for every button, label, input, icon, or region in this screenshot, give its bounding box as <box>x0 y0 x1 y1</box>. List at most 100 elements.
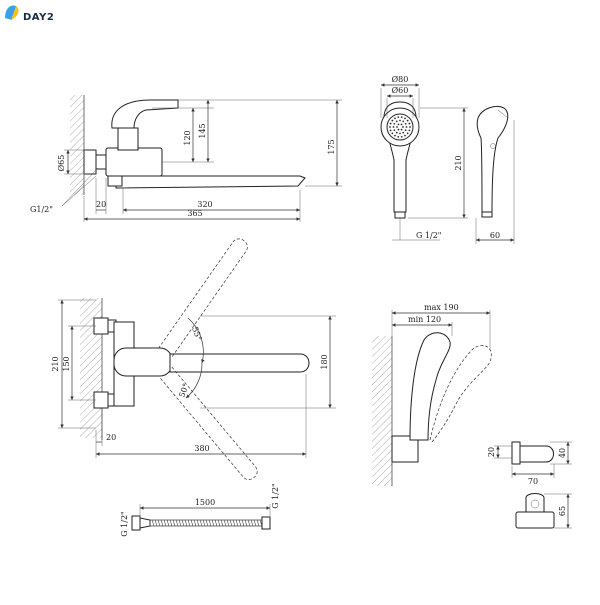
bracket-arm <box>519 445 554 463</box>
escutcheon <box>83 149 97 175</box>
dim-g12-shower: G 1/2" <box>416 231 442 240</box>
inlet-upper <box>93 317 109 335</box>
hose-coil <box>154 519 158 527</box>
nozzle-dot <box>402 126 404 128</box>
bracket-front-cup <box>525 493 545 513</box>
hose-coil <box>157 519 161 527</box>
nozzle-dot <box>404 117 406 120</box>
hose-coil <box>190 519 194 527</box>
nozzle-dot <box>396 126 398 128</box>
dim-145: 145 <box>198 123 207 138</box>
dim-g12-hose-right: G 1/2" <box>271 483 280 509</box>
angle-arc-50 <box>185 362 203 399</box>
side-view: 120 145 175 Ø65 G1/2" 20 320 365 <box>30 95 342 222</box>
nozzle-dot <box>399 119 401 122</box>
hose-coil <box>238 519 242 527</box>
nozzle-dot <box>400 116 403 119</box>
hose-coil <box>196 519 200 527</box>
bracket-plate <box>511 441 521 465</box>
nozzle-dot <box>397 128 400 131</box>
dim-phi80: Ø80 <box>392 75 409 84</box>
dim-175: 175 <box>327 139 336 154</box>
dim-180: 180 <box>320 354 329 369</box>
hose-coil <box>193 519 197 527</box>
hose-coil <box>175 519 179 527</box>
hose-coil <box>235 519 239 527</box>
hose-coil <box>166 519 170 527</box>
holder-base <box>391 435 419 463</box>
nozzle-dot <box>404 134 406 137</box>
nozzle-dot <box>402 131 405 134</box>
hose-coil <box>202 519 206 527</box>
nozzle-dot <box>399 132 401 135</box>
shower-on-holder <box>409 332 451 441</box>
angle-arc-55 <box>187 317 205 364</box>
wall-hatch-holder <box>372 336 392 486</box>
lever-top <box>113 347 173 377</box>
hose-coil <box>208 519 212 527</box>
dim-365: 365 <box>187 209 202 218</box>
dim-210: 210 <box>454 155 463 170</box>
nozzle-dot <box>400 128 403 131</box>
hose-coil <box>184 519 188 527</box>
nozzle-dot <box>406 119 409 122</box>
shower-side-body <box>476 105 509 213</box>
nozzle-dot <box>389 129 392 132</box>
brand-logo: DAY2 <box>5 5 54 23</box>
dim-g12-hose-left: G 1/2" <box>120 511 129 537</box>
nozzle-dot <box>404 122 407 125</box>
nozzle-dot <box>408 122 411 125</box>
top-view: 55° 50° 210 150 20 380 180 <box>51 238 336 480</box>
wall-hatch <box>70 95 84 195</box>
dim-60: 60 <box>490 231 500 240</box>
dim-120: 120 <box>183 130 192 145</box>
logo-mark-icon <box>5 5 19 20</box>
cartridge-housing <box>117 127 139 151</box>
nozzle-dot <box>397 135 400 138</box>
dim-210-top: 210 <box>51 356 60 371</box>
hose-coil <box>256 519 260 527</box>
nozzle-dot <box>400 135 403 138</box>
nozzle-dot <box>389 122 392 125</box>
nozzle-dot <box>391 132 394 135</box>
dim-g12: G1/2" <box>30 205 53 214</box>
spout-swivel <box>107 175 123 187</box>
hose-coil <box>211 519 215 527</box>
nozzle-dot <box>393 129 396 132</box>
hose-coil <box>205 519 209 527</box>
nozzle-dot <box>394 117 396 120</box>
dim-min120: min 120 <box>408 315 441 324</box>
nozzle-dot <box>405 126 408 128</box>
holder-view: max 190 min 120 <box>372 303 492 486</box>
hose-coil <box>163 519 167 527</box>
nozzle-dot <box>392 126 395 128</box>
hose-coil <box>181 519 185 527</box>
nozzle-dot <box>394 134 396 137</box>
hose-coil <box>214 519 218 527</box>
nozzle-dot <box>397 116 400 119</box>
nozzle-dot <box>393 122 396 125</box>
shower-nozzles <box>389 116 411 138</box>
hose-nut-right <box>261 516 271 530</box>
hose-coil <box>160 519 164 527</box>
nozzle-dot <box>400 123 403 126</box>
hose-nut-left <box>131 515 141 531</box>
hose-coil <box>217 519 221 527</box>
shower-face-inner <box>386 113 414 141</box>
hose-coil <box>229 519 233 527</box>
hose-coil <box>172 519 176 527</box>
hose-coil <box>220 519 224 527</box>
nozzle-dot <box>395 131 398 134</box>
nozzle-dot <box>397 123 400 126</box>
dim-40: 40 <box>558 448 567 458</box>
shower-head-side: 60 <box>475 105 515 244</box>
dim-380: 380 <box>194 444 209 453</box>
shower-button <box>490 143 496 149</box>
spout <box>115 175 306 189</box>
dim-20-bracket: 20 <box>487 447 496 457</box>
shower-tilted-dashed <box>429 345 492 443</box>
shower-connector <box>394 211 406 219</box>
dim-70: 70 <box>528 477 538 486</box>
nozzle-dot <box>404 129 407 132</box>
